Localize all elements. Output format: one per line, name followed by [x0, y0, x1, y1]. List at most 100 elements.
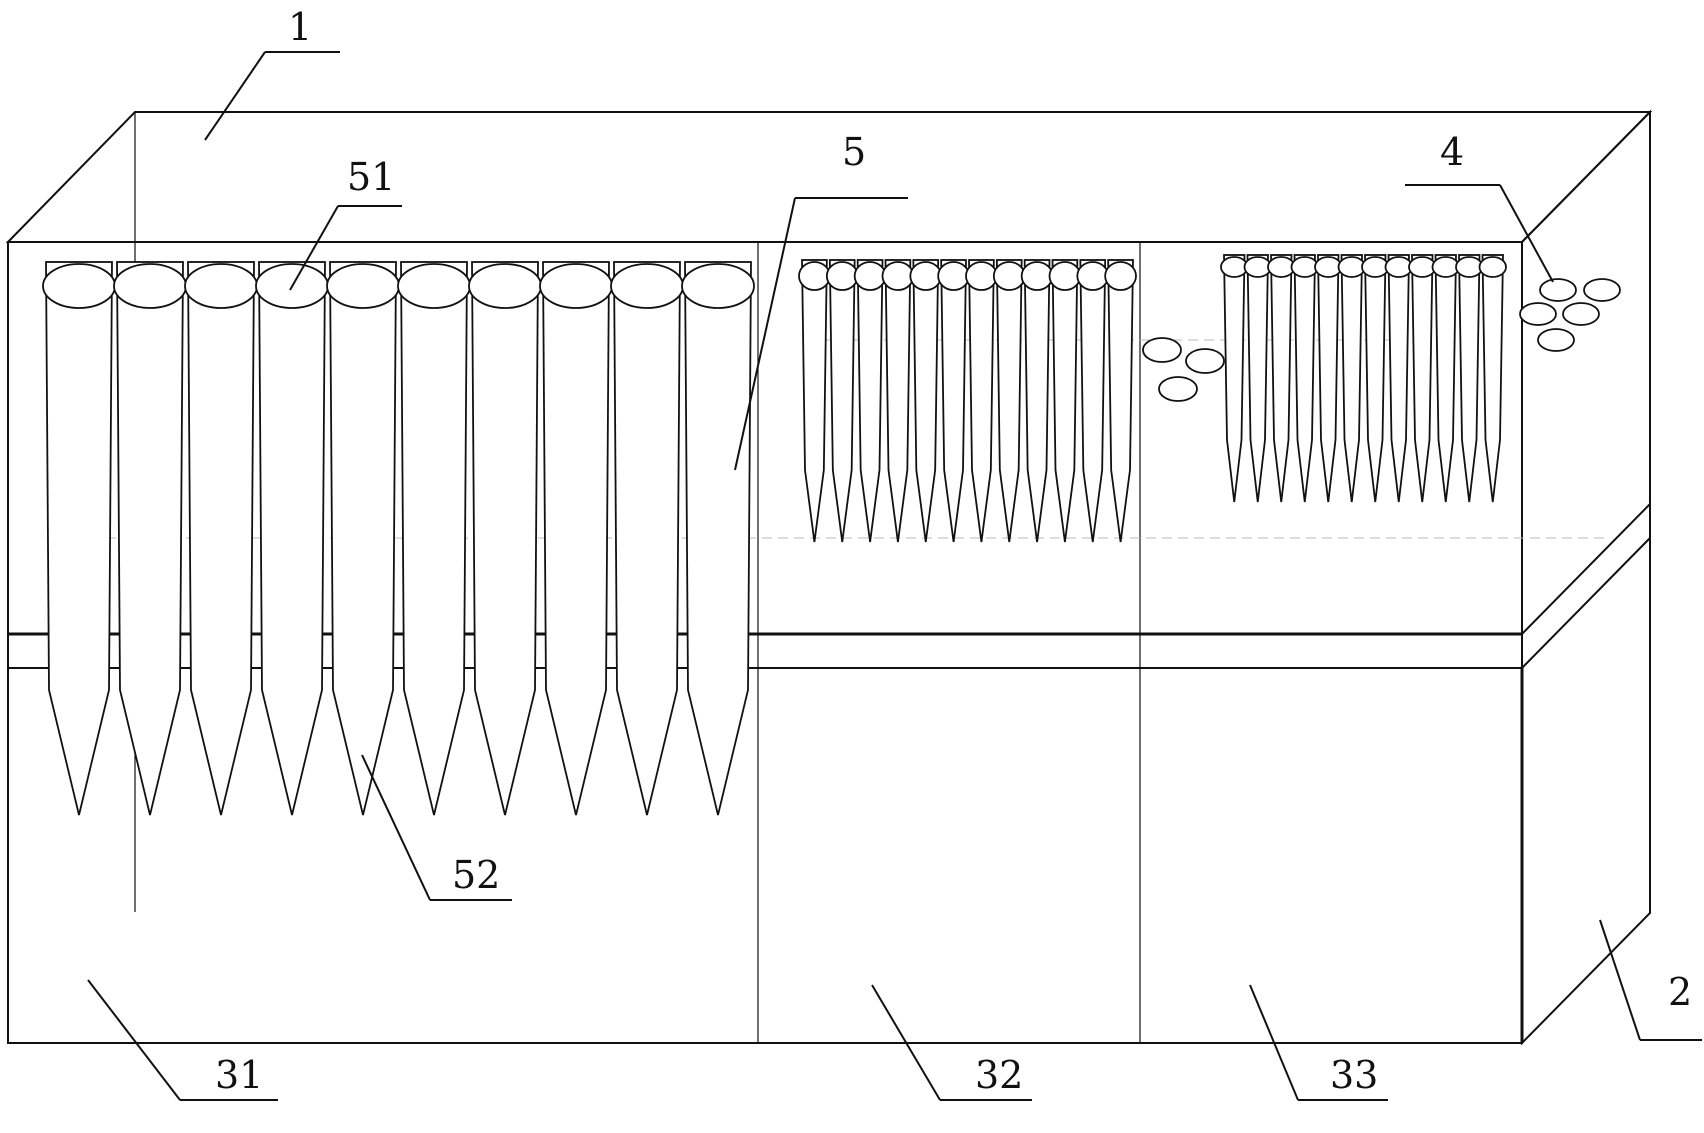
leader-51 — [289, 205, 339, 291]
pellet — [1142, 337, 1182, 363]
tube-cap — [853, 261, 887, 291]
tube-body — [856, 259, 884, 543]
box-top-face — [5, 111, 1653, 243]
lid-side-upper — [1521, 503, 1651, 635]
tube-medium — [965, 259, 998, 543]
tube-cap — [397, 263, 471, 309]
leader-2 — [1599, 919, 1641, 1041]
tube-cap — [539, 263, 613, 309]
tube-small — [1431, 254, 1460, 503]
tube-large — [42, 261, 116, 816]
tube-group-medium — [798, 259, 1137, 543]
tube-body — [884, 259, 912, 543]
tube-cap — [1314, 256, 1343, 278]
tube-body — [116, 261, 184, 816]
label-side: 2 — [1668, 970, 1692, 1014]
tube-body — [995, 259, 1023, 543]
tube-medium — [937, 259, 970, 543]
tube-cap — [1478, 256, 1507, 278]
tube-body — [542, 261, 610, 816]
tube-large — [326, 261, 400, 816]
tube-cap — [1020, 261, 1054, 291]
tube-body — [1107, 259, 1134, 543]
pellet — [1537, 328, 1575, 352]
tube-small — [1220, 254, 1249, 503]
tube-body — [471, 261, 539, 816]
tube-cap — [468, 263, 542, 309]
tube-large — [681, 261, 755, 816]
tube-medium — [853, 259, 887, 543]
label-tubes: 5 — [842, 130, 866, 174]
tube-cap — [1431, 256, 1460, 278]
tube-cap — [184, 263, 258, 309]
tube-small — [1384, 254, 1413, 503]
tube-body — [1458, 254, 1481, 503]
tube-large — [610, 261, 684, 816]
tube-cap — [1384, 256, 1413, 278]
tube-cap — [825, 261, 859, 291]
tube-group-large — [42, 261, 755, 816]
tube-cap — [1220, 256, 1249, 278]
tube-cap — [965, 261, 998, 291]
tube-body — [1340, 254, 1363, 503]
tube-cap — [1408, 256, 1437, 278]
tube-cap — [42, 263, 116, 309]
tube-large — [255, 261, 329, 816]
tube-cap — [681, 263, 755, 309]
tube-cap — [1104, 261, 1137, 291]
label-box: 1 — [288, 5, 312, 49]
tube-body — [45, 261, 113, 816]
tube-body — [1364, 254, 1387, 503]
tube-body — [1270, 254, 1293, 503]
storage-box — [5, 109, 1653, 1046]
tube-body — [912, 259, 940, 543]
label-tube-cap: 51 — [347, 155, 395, 199]
tube-body — [968, 259, 995, 543]
tube-cap — [1361, 256, 1390, 278]
tube-cap — [1290, 256, 1319, 278]
tube-medium — [798, 259, 831, 543]
tube-small — [1267, 254, 1296, 503]
tube-body — [1387, 254, 1410, 503]
label-zone-small: 33 — [1330, 1053, 1378, 1097]
tube-medium — [1076, 259, 1110, 543]
tube-body — [400, 261, 468, 816]
tube-body — [1223, 254, 1246, 503]
tube-large — [468, 261, 542, 816]
tube-body — [1246, 254, 1269, 503]
leader-31 — [87, 979, 181, 1101]
box-side-face — [1521, 109, 1651, 1046]
pellet — [1562, 302, 1600, 326]
tube-cap — [1267, 256, 1296, 278]
tube-cap — [1048, 261, 1082, 291]
tube-small — [1314, 254, 1343, 503]
tube-cap — [1076, 261, 1110, 291]
tube-large — [113, 261, 187, 816]
tube-small — [1243, 254, 1272, 503]
leader-52 — [361, 754, 431, 901]
tube-small — [1408, 254, 1437, 503]
tube-body — [1481, 254, 1504, 503]
tube-large — [397, 261, 471, 816]
tube-body — [828, 259, 856, 543]
tube-small — [1290, 254, 1319, 503]
tube-body — [1079, 259, 1107, 543]
tube-body — [613, 261, 681, 816]
tube-medium — [1048, 259, 1082, 543]
pellet — [1519, 302, 1557, 326]
tube-cap — [113, 263, 187, 309]
tube-body — [1317, 254, 1340, 503]
tube-small — [1361, 254, 1390, 503]
leader-1 — [204, 51, 266, 141]
tube-cap — [1455, 256, 1484, 278]
tube-cap — [881, 261, 915, 291]
tube-body — [1051, 259, 1079, 543]
tube-body — [258, 261, 326, 816]
pellet-cluster-right — [1519, 278, 1621, 352]
label-zone-large: 31 — [215, 1053, 263, 1097]
tube-body — [187, 261, 255, 816]
tube-small — [1455, 254, 1484, 503]
tube-large — [184, 261, 258, 816]
lid-side-lower — [1521, 537, 1651, 669]
